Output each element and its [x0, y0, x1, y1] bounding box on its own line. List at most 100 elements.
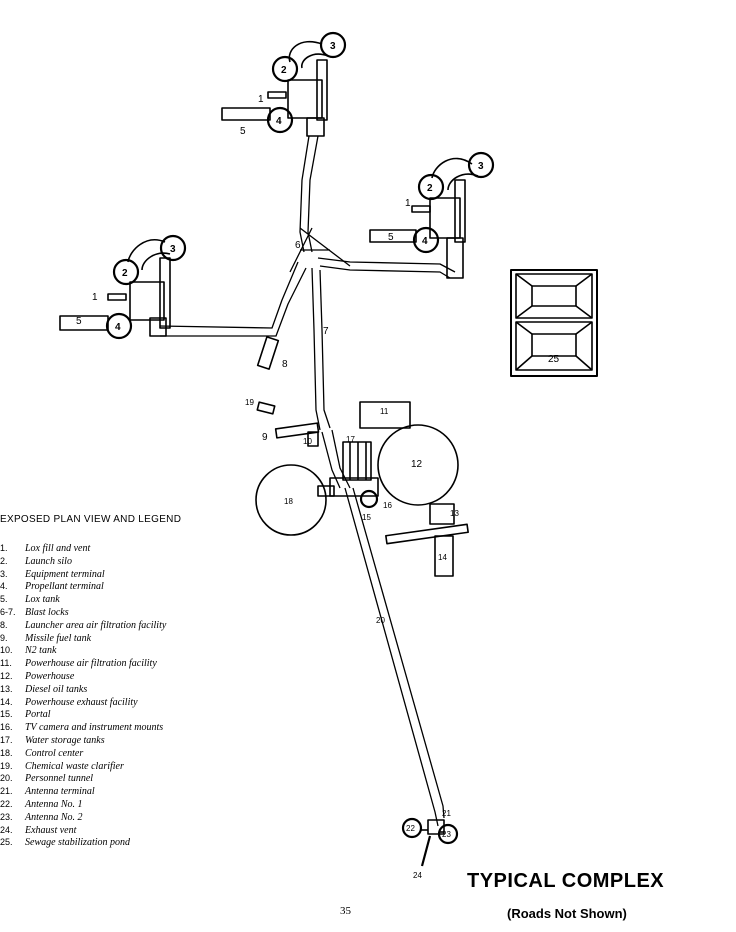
legend-item-text: Control center — [25, 747, 84, 759]
missile-fuel-tank — [274, 422, 320, 439]
legend-item: 25. Sewage stabilization pond — [0, 837, 230, 850]
label-2-left: 2 — [122, 268, 128, 279]
propellant-terminal-top — [266, 106, 294, 134]
legend-item-number: 20. — [0, 773, 13, 784]
legend-item: 18.Control center — [0, 748, 230, 761]
label-19: 19 — [245, 398, 254, 407]
label-22: 22 — [406, 824, 415, 833]
legend-item-text: Antenna No. 2 — [25, 811, 83, 823]
label-7: 7 — [323, 326, 329, 337]
legend-item-text: Powerhouse air filtration facility — [25, 658, 157, 670]
legend-item: 4. Propellant terminal — [0, 581, 230, 594]
legend-item: 12.Powerhouse — [0, 671, 230, 684]
water-storage-tanks — [342, 441, 372, 481]
label-16: 16 — [383, 501, 392, 510]
label-14: 14 — [438, 553, 447, 562]
diesel-oil-tanks — [429, 503, 455, 525]
label-4-left: 4 — [115, 322, 121, 333]
legend-item-text: Equipment terminal — [25, 568, 105, 580]
tunnels — [159, 135, 456, 827]
legend-item: 1.Lox fill and vent — [0, 543, 230, 556]
legend-title: EXPOSED PLAN VIEW AND LEGEND — [0, 514, 182, 525]
powerhouse — [377, 424, 459, 506]
page-title: TYPICAL COMPLEX — [467, 870, 665, 892]
legend-item-text: Sewage stabilization pond — [25, 837, 130, 849]
equipment-terminal-left — [159, 234, 187, 262]
legend-item-number: 21. — [0, 786, 13, 797]
label-4-right: 4 — [422, 236, 428, 247]
legend-item-number: 15. — [0, 709, 13, 720]
label-6: 6 — [295, 240, 301, 251]
legend-item: 13.Diesel oil tanks — [0, 684, 230, 697]
page-number: 35 — [340, 905, 351, 917]
legend: EXPOSED PLAN VIEW AND LEGEND 1.Lox fill … — [0, 514, 230, 850]
label-25: 25 — [548, 354, 560, 365]
legend-item: 15. Portal — [0, 709, 230, 722]
legend-item-text: Powerhouse — [25, 670, 75, 682]
label-5-right: 5 — [388, 232, 394, 243]
legend-item-number: 3. — [0, 568, 8, 579]
label-11: 11 — [380, 407, 389, 416]
label-9: 9 — [262, 432, 268, 443]
legend-item: 20.Personnel tunnel — [0, 773, 230, 786]
label-12: 12 — [411, 459, 423, 470]
legend-item-number: 13. — [0, 683, 13, 694]
label-18: 18 — [284, 497, 293, 506]
legend-item-number: 8. — [0, 619, 8, 630]
label-1-left: 1 — [92, 292, 98, 303]
label-23: 23 — [442, 830, 451, 839]
legend-item: 9. Missile fuel tank — [0, 633, 230, 646]
diagram-labels: 3 2 4 1 5 3 2 4 1 5 3 2 4 1 5 6 7 8 9 10… — [76, 41, 560, 880]
n2-tank — [307, 431, 319, 447]
legend-item-number: 6-7. — [0, 606, 16, 617]
legend-item-number: 10. — [0, 645, 13, 656]
label-2-top: 2 — [281, 65, 287, 76]
launcher-right — [369, 151, 495, 279]
legend-item-text: Water storage tanks — [25, 734, 105, 746]
legend-item: 6-7. Blast locks — [0, 607, 230, 620]
legend-item-text: Portal — [25, 709, 51, 721]
legend-item-number: 25. — [0, 837, 13, 848]
legend-item-text: Blast locks — [25, 606, 69, 618]
label-17: 17 — [346, 435, 355, 444]
label-3-right: 3 — [478, 161, 484, 172]
antenna-1 — [401, 817, 423, 839]
legend-item-number: 22. — [0, 798, 13, 809]
legend-item: 10.N2 tank — [0, 645, 230, 658]
legend-item-text: Powerhouse exhaust facility — [25, 696, 138, 708]
legend-item-number: 1. — [0, 543, 8, 553]
legend-item-text: TV camera and instrument mounts — [25, 722, 164, 734]
legend-item: 23.Antenna No. 2 — [0, 812, 230, 825]
equipment-terminal-top — [319, 31, 347, 59]
legend-item-number: 16. — [0, 722, 13, 733]
launcher-top — [221, 31, 347, 137]
page-subtitle: (Roads Not Shown) — [507, 906, 627, 921]
legend-item-text: Launcher area air filtration facility — [25, 619, 167, 631]
legend-item-number: 5. — [0, 594, 8, 605]
legend-item: 24.Exhaust vent — [0, 825, 230, 838]
legend-item-number: 17. — [0, 734, 13, 745]
antenna-2 — [437, 823, 459, 845]
legend-item-text: Propellant terminal — [25, 581, 104, 593]
legend-item-number: 9. — [0, 632, 8, 643]
legend-item: 3. Equipment terminal — [0, 569, 230, 582]
launch-silo-top — [271, 55, 299, 83]
label-1-right: 1 — [405, 198, 411, 209]
launcher-left — [59, 234, 187, 340]
legend-item: 22. Antenna No. 1 — [0, 799, 230, 812]
label-8: 8 — [282, 359, 288, 370]
legend-item-text: Antenna No. 1 — [25, 798, 83, 810]
legend-item-text: Exhaust vent — [25, 824, 77, 836]
label-1-top: 1 — [258, 94, 264, 105]
legend-item-text: Lox tank — [25, 594, 60, 606]
label-3-left: 3 — [170, 244, 176, 255]
legend-item: 14.Powerhouse exhaust facility — [0, 697, 230, 710]
lox-tank-top — [221, 107, 271, 121]
lox-tank-left — [59, 315, 109, 331]
label-5-top: 5 — [240, 126, 246, 137]
legend-item-text: Antenna terminal — [25, 786, 95, 798]
legend-item-number: 4. — [0, 581, 8, 592]
legend-item-text: Missile fuel tank — [25, 632, 92, 644]
